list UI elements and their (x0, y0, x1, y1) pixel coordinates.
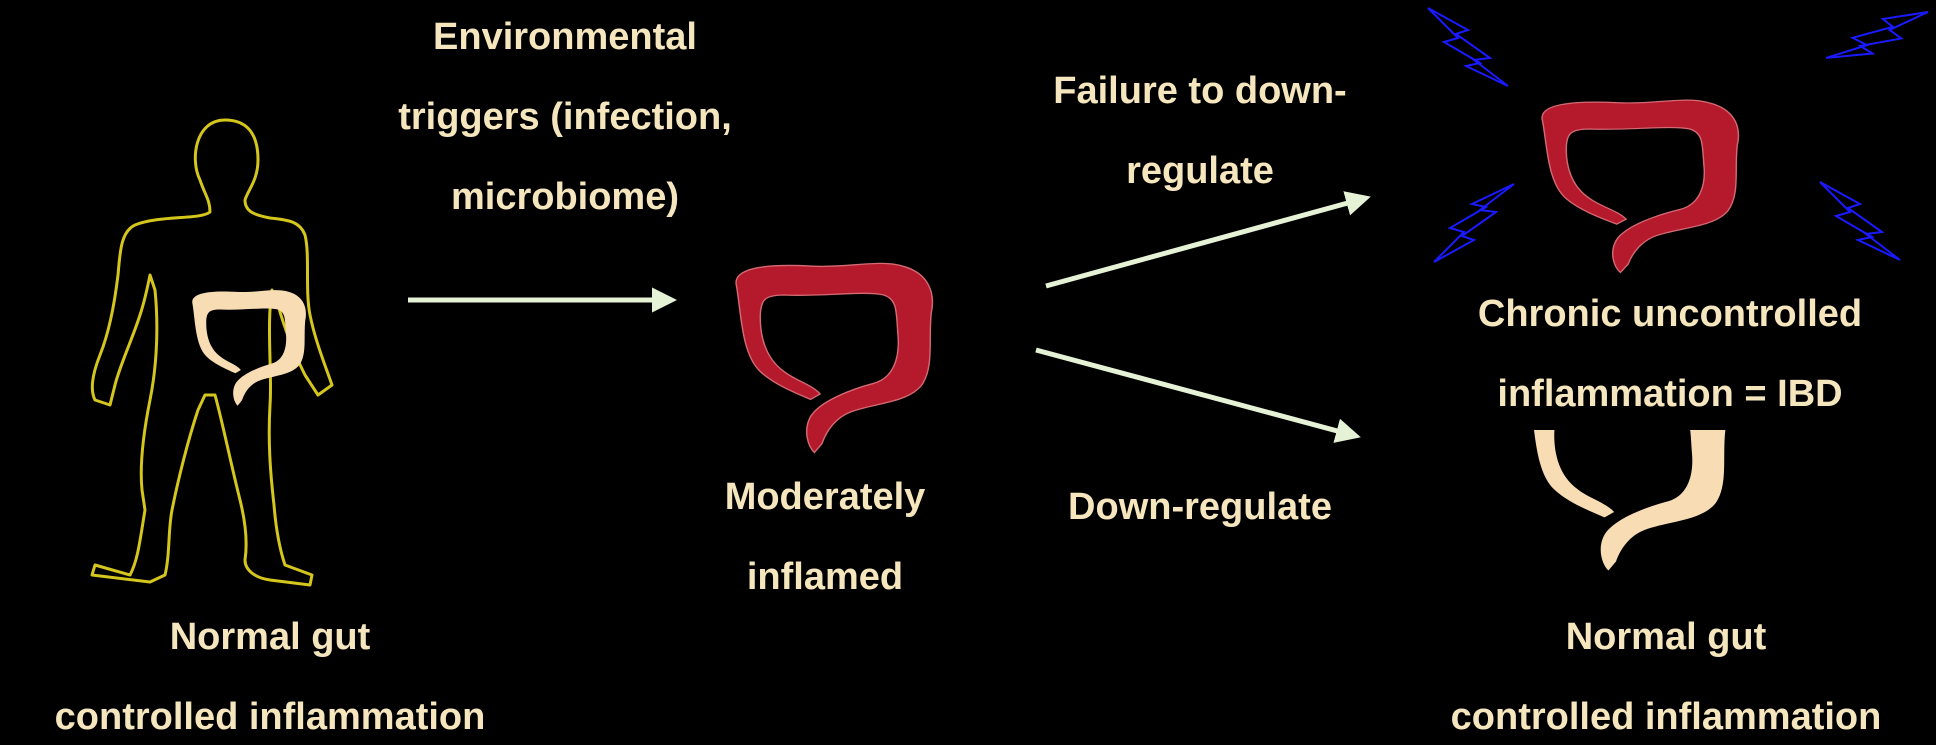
normal-colon-icon (192, 290, 306, 406)
lightning-bolt-icon (1428, 8, 1508, 86)
lightning-bolt-icon (1434, 184, 1514, 262)
inflamed-colon-icon-chronic (1542, 100, 1738, 272)
lightning-bolt-icon (1820, 182, 1900, 260)
arrow-to-normal (1036, 350, 1356, 436)
inflamed-colon-icon (736, 263, 932, 452)
env-triggers-line2: triggers (infection, (300, 98, 830, 136)
chronic-line2: inflammation = IBD (1410, 375, 1930, 413)
normal-right-line1: Normal gut (1396, 618, 1936, 656)
normal-right-line2: controlled inflammation (1396, 698, 1936, 736)
failure-line1: Failure to down- (1000, 72, 1400, 110)
downregulate-label: Down-regulate (1000, 488, 1400, 526)
moderate-line2: inflamed (650, 558, 1000, 596)
moderate-line1: Moderately (650, 478, 1000, 516)
arrow-to-chronic (1046, 198, 1366, 286)
normal-left-line2: controlled inflammation (0, 698, 540, 736)
env-triggers-line3: microbiome) (300, 178, 830, 216)
normal-left-line1: Normal gut (0, 618, 540, 656)
lightning-bolt-icon (1826, 0, 1928, 85)
env-triggers-line1: Environmental (300, 18, 830, 56)
chronic-line1: Chronic uncontrolled (1410, 295, 1930, 333)
failure-line2: regulate (1000, 152, 1400, 190)
